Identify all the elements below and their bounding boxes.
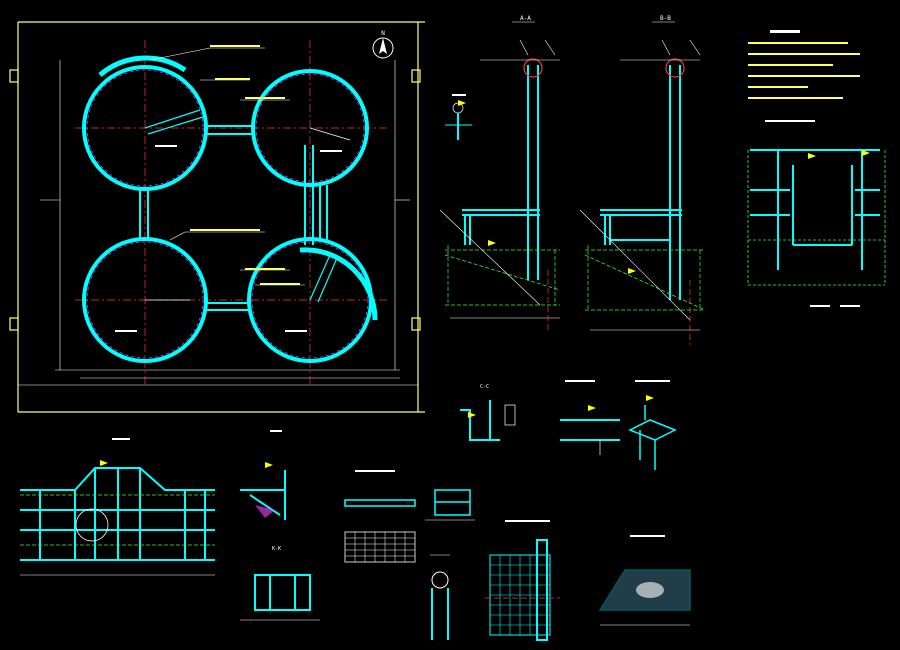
flag-icon [100,100,870,468]
section-cc-title: C-C [480,384,489,390]
plan-stairs [98,55,378,321]
plan-dimension-lines [40,60,410,379]
plan-notes [115,45,342,332]
tank-top-right [251,69,369,187]
section-aa-view: A-A [439,15,561,330]
grating-column-plan [485,520,560,641]
railing-elevation-view [20,438,215,576]
north-arrow-icon: N [372,30,394,59]
weld-detail [560,380,620,455]
section-kk-title: K-K [272,546,281,552]
end-plate-detail [425,489,475,521]
section-kk-view: K-K [240,546,320,621]
bracket-detail [240,430,286,520]
design-notes-block [748,30,860,99]
section-bb-view: B-B [579,15,706,345]
section-aa-title: A-A [520,15,531,22]
plan-view-frame [9,21,425,413]
pipe-support-detail [430,554,450,640]
section-cc-view: C-C [460,384,516,441]
tank-top-left [82,65,208,191]
isometric-bracket [628,380,677,470]
tank-circles [82,65,373,363]
section-bb-title: B-B [660,15,671,22]
tank-bottom-left [82,237,208,363]
plan-walkways [139,125,328,311]
pit-railing-detail [747,120,886,307]
grating-plan [344,470,416,563]
plan-centerlines [75,40,390,385]
anchor-plate-detail [598,535,691,626]
north-label: N [381,30,385,37]
